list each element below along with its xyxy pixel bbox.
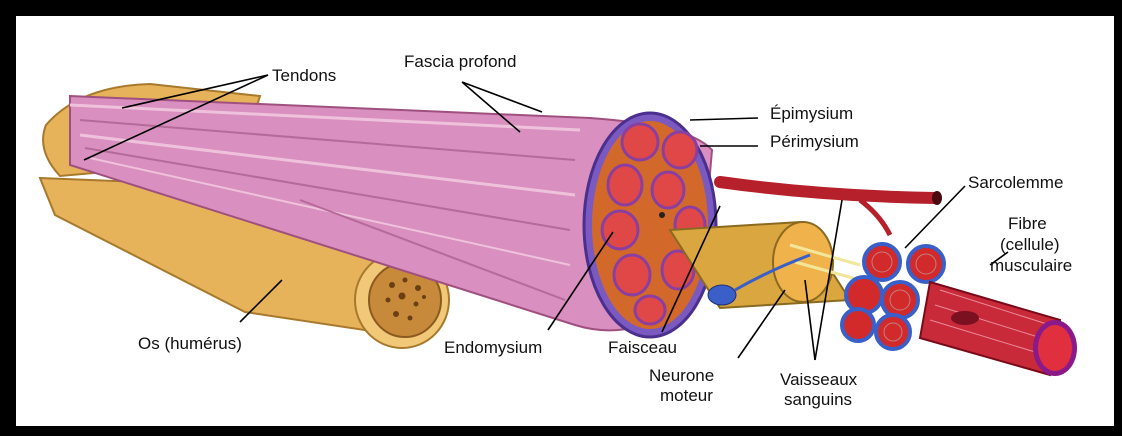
label-tendons: Tendons bbox=[272, 66, 336, 85]
label-moteur: moteur bbox=[660, 386, 713, 405]
label-fibre: Fibre bbox=[1008, 214, 1047, 233]
label-perimysium: Périmysium bbox=[770, 132, 859, 151]
label-endomysium: Endomysium bbox=[444, 338, 542, 357]
label-neurone: Neurone bbox=[649, 366, 714, 385]
label-epimysium: Épimysium bbox=[770, 104, 853, 123]
muscle-cross-section bbox=[584, 113, 716, 337]
label-sarcolemme: Sarcolemme bbox=[968, 173, 1063, 192]
label-fascia-profond: Fascia profond bbox=[404, 52, 516, 71]
label-vaisseaux: Vaisseaux bbox=[780, 370, 857, 389]
label-musculaire: musculaire bbox=[990, 256, 1072, 275]
label-faisceau: Faisceau bbox=[608, 338, 677, 357]
label-sanguins: sanguins bbox=[784, 390, 852, 409]
label-os-humerus: Os (humérus) bbox=[138, 334, 242, 353]
label-cellule: (cellule) bbox=[1000, 235, 1060, 254]
